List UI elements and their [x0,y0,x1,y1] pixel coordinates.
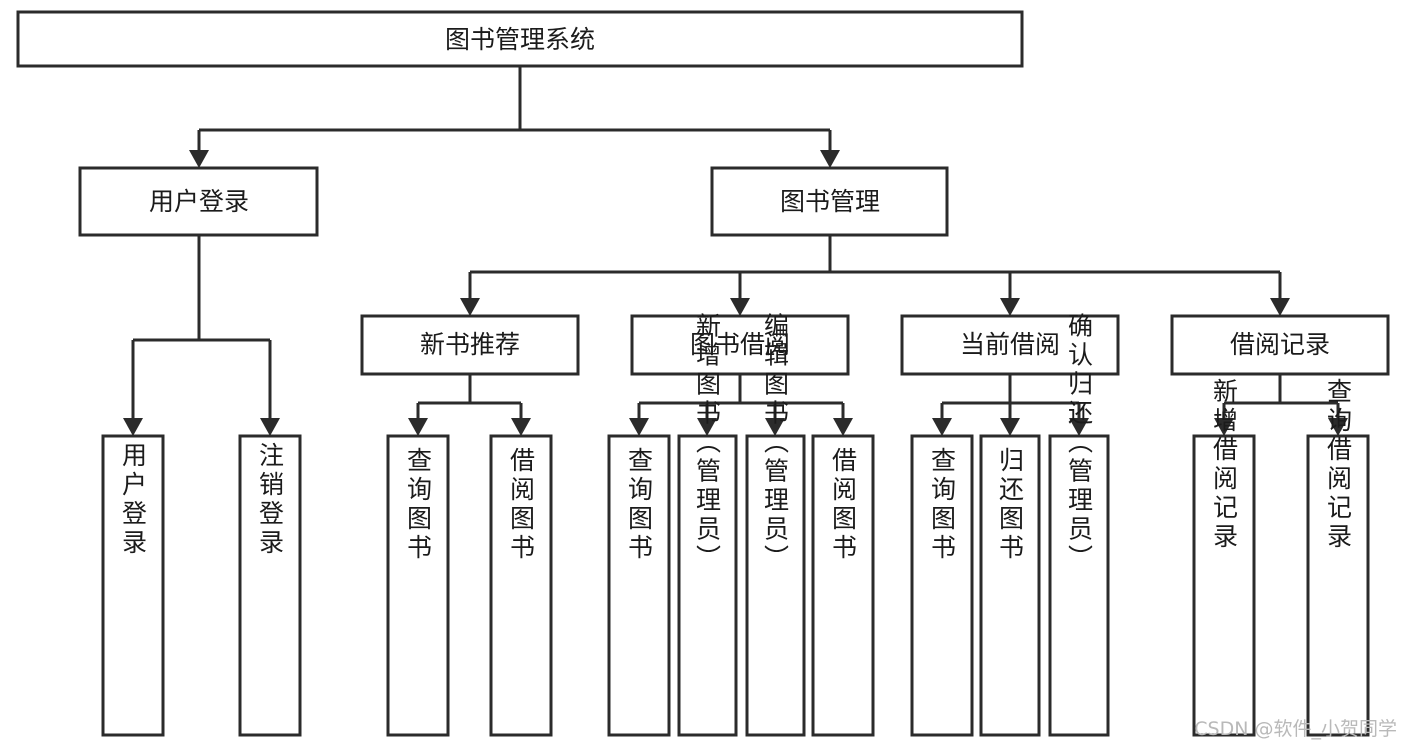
arrow-to-leaf-edit-book [765,418,785,436]
node-leaf-borrow-book-2[interactable]: 借阅图书 [811,434,875,737]
connector-layer [123,66,1348,436]
node-leaf-query-book-1-label: 查询图书 [404,447,433,563]
node-new-book-rec-label: 新书推荐 [420,330,520,359]
node-leaf-borrow-book-1[interactable]: 借阅图书 [489,434,553,737]
node-leaf-query-record[interactable]: 查询借阅记录 [1306,378,1370,737]
node-leaf-edit-book-label: 编辑图书（管理员） [761,313,790,574]
node-leaf-logout-box[interactable] [238,434,302,737]
node-leaf-query-book-3[interactable]: 查询图书 [910,434,974,737]
node-root[interactable]: 图书管理系统 [16,10,1024,68]
arrow-to-leaf-query-book-2 [629,418,649,436]
arrow-to-user-login [189,150,209,168]
arrow-to-leaf-confirm-return [1069,418,1089,436]
node-current-borrow[interactable]: 当前借阅 [900,314,1120,376]
node-book-borrow-label: 图书借阅 [690,330,790,359]
node-leaf-edit-book[interactable]: 编辑图书（管理员） [745,313,806,737]
node-leaf-user-login[interactable]: 用户登录 [101,434,165,737]
arrow-to-leaf-logout [260,418,280,436]
node-leaf-query-book-3-box[interactable] [910,434,974,737]
node-leaf-logout-label: 注销登录 [256,442,285,558]
node-leaf-add-record[interactable]: 新增借阅记录 [1192,378,1256,737]
node-leaf-add-record-box[interactable] [1192,434,1256,737]
arrow-to-leaf-borrow-book-1 [511,418,531,436]
arrow-to-leaf-add-record [1214,418,1234,436]
arrow-to-leaf-query-record [1328,418,1348,436]
node-new-book-rec[interactable]: 新书推荐 [360,314,580,376]
node-leaf-confirm-return[interactable]: 确认归还（管理员） [1048,313,1110,737]
node-current-borrow-box[interactable] [900,314,1120,376]
node-leaf-borrow-book-1-box[interactable] [489,434,553,737]
node-leaf-borrow-book-2-label: 借阅图书 [829,447,858,563]
node-leaf-edit-book-box[interactable] [745,434,806,737]
arrow-to-leaf-query-book-3 [932,418,952,436]
node-leaf-query-book-2[interactable]: 查询图书 [607,434,671,737]
node-leaf-confirm-return-box[interactable] [1048,434,1110,737]
node-root-label: 图书管理系统 [445,25,595,54]
node-leaf-add-book-box[interactable] [677,434,738,737]
node-leaf-query-book-2-label: 查询图书 [625,447,654,563]
node-user-login-label: 用户登录 [149,187,249,216]
node-root-box[interactable] [16,10,1024,68]
arrow-to-leaf-return-book [1000,418,1020,436]
arrow-to-borrow-record [1270,298,1290,316]
node-user-login-box[interactable] [78,166,319,237]
arrow-to-leaf-add-book [697,418,717,436]
node-book-manage-label: 图书管理 [780,187,880,216]
node-leaf-query-book-3-label: 查询图书 [928,447,957,563]
node-leaf-return-book-label: 归还图书 [996,447,1025,563]
arrow-to-leaf-borrow-book-2 [833,418,853,436]
node-leaf-return-book[interactable]: 归还图书 [979,434,1041,737]
node-leaf-query-book-1[interactable]: 查询图书 [386,434,450,737]
arrow-to-current-borrow [1000,298,1020,316]
node-book-manage-box[interactable] [710,166,949,237]
node-leaf-query-book-1-box[interactable] [386,434,450,737]
node-borrow-record-box[interactable] [1170,314,1390,376]
arrow-to-book-borrow [730,298,750,316]
node-leaf-add-book[interactable]: 新增图书（管理员） [677,313,738,737]
node-new-book-rec-box[interactable] [360,314,580,376]
node-book-borrow[interactable]: 图书借阅 [630,314,850,376]
node-leaf-logout[interactable]: 注销登录 [238,434,302,737]
node-user-login[interactable]: 用户登录 [78,166,319,237]
node-leaf-query-record-label: 查询借阅记录 [1324,378,1353,552]
node-leaf-confirm-return-label: 确认归还（管理员） [1065,313,1094,574]
node-leaf-borrow-book-2-box[interactable] [811,434,875,737]
node-borrow-record-label: 借阅记录 [1230,330,1330,359]
node-leaf-user-login-box[interactable] [101,434,165,737]
node-leaf-borrow-book-1-label: 借阅图书 [507,447,536,563]
node-leaf-add-record-label: 新增借阅记录 [1210,378,1239,552]
node-book-manage[interactable]: 图书管理 [710,166,949,237]
node-borrow-record[interactable]: 借阅记录 [1170,314,1390,376]
node-leaf-query-record-box[interactable] [1306,434,1370,737]
node-leaf-return-book-box[interactable] [979,434,1041,737]
node-leaf-query-book-2-box[interactable] [607,434,671,737]
arrow-to-new-book-rec [460,298,480,316]
arrow-to-leaf-user-login [123,418,143,436]
arrow-to-leaf-query-book-1 [408,418,428,436]
node-leaf-add-book-label: 新增图书（管理员） [693,313,722,574]
node-book-borrow-box[interactable] [630,314,850,376]
arrow-to-book-manage [820,150,840,168]
node-current-borrow-label: 当前借阅 [960,330,1060,359]
node-leaf-user-login-label: 用户登录 [119,442,148,558]
